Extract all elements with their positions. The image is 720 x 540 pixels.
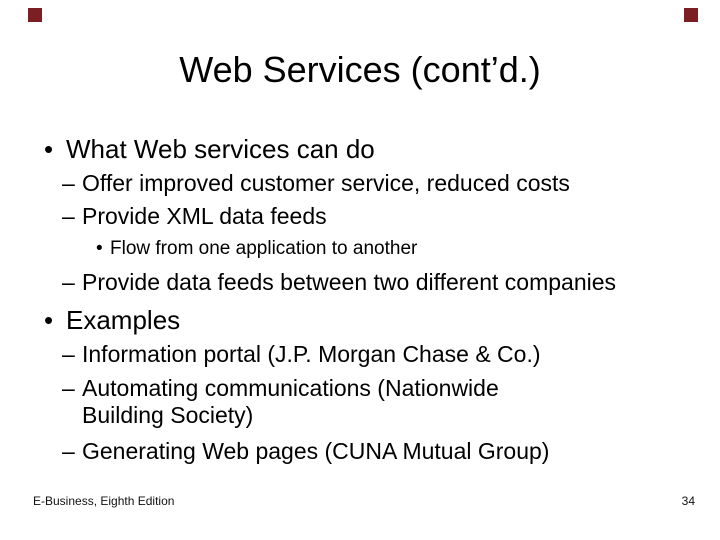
bullet-icon: • xyxy=(96,238,103,259)
list-item-text: Information portal (J.P. Morgan Chase & … xyxy=(82,341,541,367)
dash-icon: – xyxy=(62,170,75,196)
list-item: – Provide XML data feeds xyxy=(62,203,327,230)
slide-page-number: 34 xyxy=(681,494,695,508)
list-item-text: Automating communications (Nationwide Bu… xyxy=(82,375,499,429)
list-item: – Automating communications (Nationwide … xyxy=(62,375,582,429)
footer-book-title: E-Business, Eighth Edition xyxy=(33,494,175,508)
bullet-icon: • xyxy=(44,305,54,335)
list-item: – Offer improved customer service, reduc… xyxy=(62,170,570,197)
list-item-text: Flow from one application to another xyxy=(110,238,418,259)
dash-icon: – xyxy=(62,203,75,229)
list-item: – Generating Web pages (CUNA Mutual Grou… xyxy=(62,438,549,465)
list-item-text: Offer improved customer service, reduced… xyxy=(82,170,570,196)
dash-icon: – xyxy=(62,438,75,464)
list-item-text: Provide XML data feeds xyxy=(82,203,327,229)
corner-decoration-right-square xyxy=(684,8,698,22)
list-item-text: Examples xyxy=(66,305,181,335)
dash-icon: – xyxy=(62,375,75,401)
list-item: • What Web services can do xyxy=(44,134,375,165)
list-item-text: Provide data feeds between two different… xyxy=(82,269,617,295)
dash-icon: – xyxy=(62,269,75,295)
list-item: • Examples xyxy=(44,305,180,336)
list-item-text: Generating Web pages (CUNA Mutual Group) xyxy=(82,438,550,464)
list-item: – Provide data feeds between two differe… xyxy=(62,269,616,296)
list-item-text: What Web services can do xyxy=(66,134,375,164)
bullet-icon: • xyxy=(44,134,54,164)
dash-icon: – xyxy=(62,341,75,367)
corner-decoration-left-square xyxy=(28,8,42,22)
list-item: – Information portal (J.P. Morgan Chase … xyxy=(62,341,541,368)
slide-title: Web Services (cont’d.) xyxy=(179,49,541,90)
list-item: • Flow from one application to another xyxy=(96,238,417,260)
